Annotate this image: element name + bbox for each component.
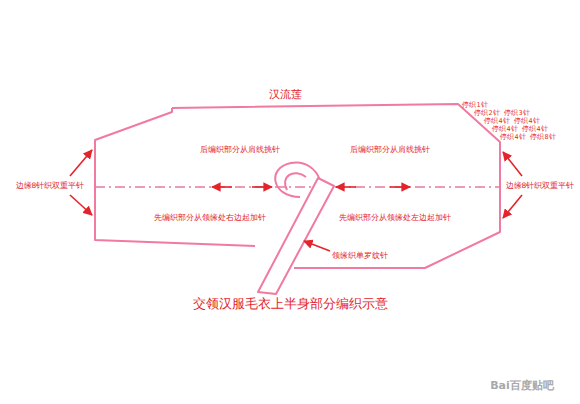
leader-arrow	[70, 150, 92, 176]
leader-arrow	[70, 195, 92, 215]
leader-arrow	[390, 186, 410, 188]
watermark: Bai百度贴吧	[490, 380, 554, 392]
edge-note: 边缘8针织双重平针	[16, 182, 85, 190]
collar-band	[258, 178, 334, 294]
caption: 交领汉服毛衣上半身部分编织示意	[193, 297, 388, 311]
part-note: 先编织部分从领缘处右边起加针	[154, 214, 266, 222]
part-note: 先编织部分从领缘处左边起加针	[339, 214, 451, 222]
leader-arrow	[503, 195, 522, 218]
collar-note: 领缘织单罗纹针	[332, 252, 388, 260]
author-mark: 汉流莲	[269, 89, 302, 101]
stitch-note: 停织8针	[530, 134, 555, 141]
stitch-note: 停织2针	[474, 110, 499, 117]
left-outline	[95, 108, 255, 246]
leader-arrow	[252, 186, 272, 188]
stitch-note: 停织3针	[504, 110, 529, 117]
stitch-note: 停织1针	[462, 102, 487, 109]
part-note: 后编织部分从肩线挑针	[350, 146, 430, 154]
stitch-note: 停织4针	[522, 126, 547, 133]
leader-arrow	[503, 152, 522, 176]
leader-arrow	[212, 186, 232, 188]
part-note: 后编织部分从肩线挑针	[200, 146, 280, 154]
collar-inner	[285, 173, 306, 190]
shoulder-line	[95, 186, 500, 188]
leader-arrow	[304, 241, 330, 251]
right-outline	[172, 104, 500, 268]
leader-arrow	[336, 186, 356, 188]
stitch-note: 停织4针	[514, 118, 539, 125]
edge-note: 边缘8针织双重平针	[506, 182, 575, 190]
stitch-note: 停织4针	[492, 126, 517, 133]
leader-arrows	[70, 150, 522, 251]
stitch-note: 停织4针	[484, 118, 509, 125]
stitch-note: 停织4针	[500, 134, 525, 141]
garment-outline	[95, 104, 500, 294]
